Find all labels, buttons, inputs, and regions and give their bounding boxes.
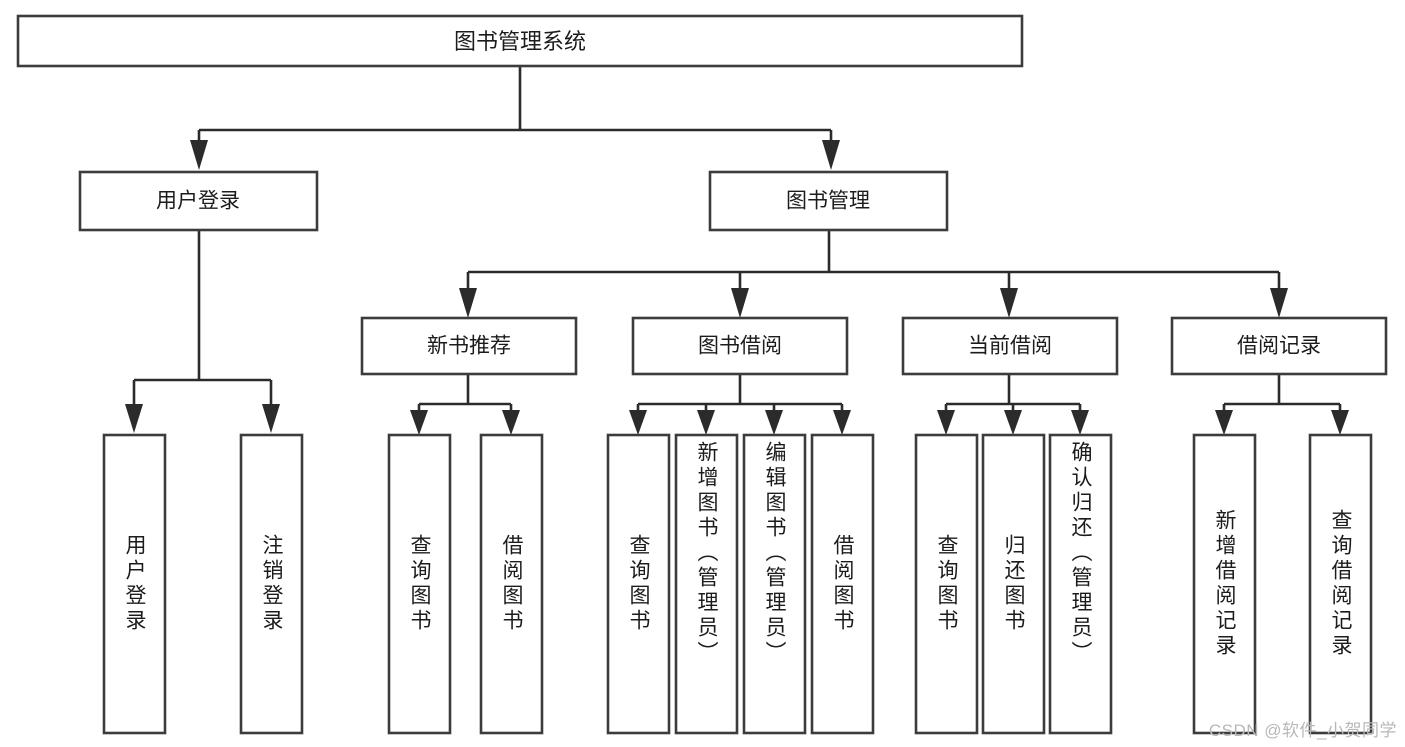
node-leaf-confirm-return-box[interactable]	[1048, 433, 1113, 735]
node-root-box[interactable]	[16, 14, 1024, 68]
node-root-label: 图书管理系统	[454, 29, 586, 54]
node-leaf-edit-book-box[interactable]	[742, 433, 807, 735]
arrow-head-current-borrow	[1000, 288, 1018, 318]
node-new-book-recommend-box[interactable]	[360, 316, 578, 376]
arrow-head-leaf-add-book	[697, 410, 715, 435]
node-leaf-return-book-box[interactable]	[981, 433, 1046, 735]
leaf-box-layer	[102, 433, 1373, 735]
connector-layer	[125, 66, 1349, 435]
node-book-borrow[interactable]: 图书借阅	[631, 316, 849, 376]
node-leaf-query-book-3-box[interactable]	[914, 433, 979, 735]
node-user-login-box[interactable]	[78, 170, 319, 232]
node-user-login[interactable]: 用户登录	[78, 170, 319, 232]
node-book-borrow-box[interactable]	[631, 316, 849, 376]
arrow-head-leaf-add-record	[1215, 410, 1233, 435]
arrow-head-leaf-query-book-3	[937, 410, 955, 435]
node-borrow-record-box[interactable]	[1170, 316, 1388, 376]
node-new-book-recommend[interactable]: 新书推荐	[360, 316, 578, 376]
arrow-head-leaf-edit-book	[765, 410, 783, 435]
node-leaf-borrow-book-1-box[interactable]	[479, 433, 544, 735]
arrow-head-book-management	[822, 140, 840, 170]
node-leaf-logout-box[interactable]	[239, 433, 304, 735]
node-book-management-label: 图书管理	[786, 190, 870, 213]
arrow-head-leaf-logout	[262, 404, 280, 433]
watermark: CSDN @软件_小贺同学	[1208, 721, 1397, 740]
arrow-head-borrow-record	[1270, 288, 1288, 318]
node-leaf-query-book-2-box[interactable]	[606, 433, 671, 735]
arrow-head-leaf-borrow-book-2	[833, 410, 851, 435]
arrow-head-new-book-recommend	[459, 288, 477, 318]
arrow-head-leaf-user-login	[125, 404, 143, 433]
arrow-head-leaf-query-record	[1331, 410, 1349, 435]
node-book-borrow-label: 图书借阅	[698, 335, 782, 358]
node-leaf-query-record-box[interactable]	[1308, 433, 1373, 735]
arrow-head-leaf-confirm-return	[1071, 410, 1089, 435]
node-current-borrow-label: 当前借阅	[968, 335, 1052, 358]
node-user-login-label: 用户登录	[156, 190, 240, 213]
node-book-management-box[interactable]	[708, 170, 949, 232]
node-book-management[interactable]: 图书管理	[708, 170, 949, 232]
node-leaf-query-book-1-box[interactable]	[387, 433, 452, 735]
arrow-head-leaf-query-book-2	[629, 410, 647, 435]
node-current-borrow[interactable]: 当前借阅	[901, 316, 1119, 376]
arrow-head-leaf-query-book-1	[410, 410, 428, 435]
node-leaf-borrow-book-2-box[interactable]	[810, 433, 875, 735]
node-leaf-user-login-box[interactable]	[102, 433, 167, 735]
arrow-head-leaf-borrow-book-1	[502, 410, 520, 435]
arrow-head-user-login	[190, 140, 208, 170]
node-new-book-recommend-label: 新书推荐	[427, 335, 511, 358]
arrow-head-book-borrow	[731, 288, 749, 318]
arrow-head-leaf-return-book	[1004, 410, 1022, 435]
node-borrow-record-label: 借阅记录	[1237, 335, 1321, 358]
node-borrow-record[interactable]: 借阅记录	[1170, 316, 1388, 376]
node-leaf-add-book-box[interactable]	[674, 433, 739, 735]
node-current-borrow-box[interactable]	[901, 316, 1119, 376]
node-root[interactable]: 图书管理系统	[16, 14, 1024, 68]
node-leaf-add-record-box[interactable]	[1192, 433, 1257, 735]
